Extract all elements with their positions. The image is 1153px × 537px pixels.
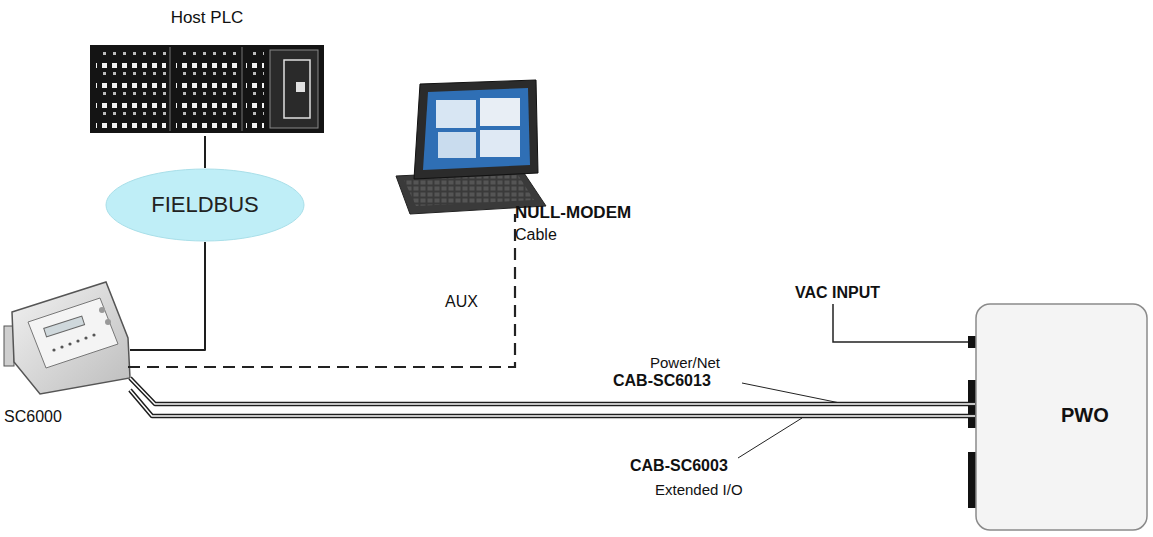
device-display <box>44 316 85 337</box>
node-label: SC6000 <box>4 408 62 426</box>
node-label: FIELDBUS <box>105 192 305 218</box>
rounded-box <box>976 304 1147 530</box>
screen-window <box>480 130 520 157</box>
cable-core <box>130 390 975 416</box>
plc-io-module <box>176 50 238 128</box>
device-led <box>68 342 71 345</box>
laptop-screen <box>423 88 530 170</box>
laptop-bezel <box>414 80 538 179</box>
screen-window <box>436 100 476 128</box>
node-label: Host PLC <box>90 8 324 28</box>
screen-window <box>480 98 520 126</box>
plc-illustration <box>90 45 324 133</box>
device-body <box>12 282 130 394</box>
connector-group <box>130 390 975 416</box>
device-led <box>52 348 55 351</box>
plc-module-divider <box>241 47 243 131</box>
network-line <box>204 136 206 168</box>
screen-window <box>438 132 476 158</box>
callout-label: AUX <box>445 293 478 311</box>
callout-label: Power/Net <box>650 354 720 371</box>
plc-cpu-module <box>270 50 318 128</box>
callout-label: NULL-MODEM <box>515 203 631 223</box>
device-front-panel <box>28 298 118 368</box>
leader-line <box>742 383 840 403</box>
fieldbus-ellipse: FIELDBUS <box>105 168 305 242</box>
callout-label: Cable <box>515 226 557 244</box>
leader-line <box>738 418 802 458</box>
plc-io-module <box>96 50 166 128</box>
network-line <box>130 242 205 350</box>
plc-cpu-panel <box>284 60 310 118</box>
plc-module-divider <box>169 47 171 131</box>
device-button <box>105 319 111 325</box>
device-led <box>92 333 95 336</box>
cable-label: CAB-SC6003 <box>630 457 728 475</box>
connector-group <box>130 242 205 350</box>
cable-core <box>130 378 975 404</box>
device-button <box>99 307 105 313</box>
cable-label: CAB-SC6013 <box>613 372 711 390</box>
plc-io-module <box>246 50 264 128</box>
device-led <box>84 336 87 339</box>
device-led <box>60 345 63 348</box>
device-led <box>76 339 79 342</box>
vac-input-wire <box>833 304 970 342</box>
laptop-keyboard <box>404 175 534 206</box>
scanner-controller: SC6000 <box>4 282 130 428</box>
plc-rack <box>90 45 324 133</box>
callout-label: VAC INPUT <box>795 284 880 302</box>
plc-cpu-port <box>296 82 305 92</box>
pwo-box: PWO <box>975 303 1148 531</box>
laptop-illustration <box>396 80 546 214</box>
node-label: PWO <box>1061 404 1109 427</box>
cable-connector <box>130 378 975 404</box>
callout-label: Extended I/O <box>655 481 743 498</box>
connector-group <box>205 136 206 168</box>
sc6000-illustration <box>4 282 130 394</box>
plc-unit: Host PLC <box>90 4 324 136</box>
ellipse-shape <box>106 169 304 241</box>
cable-connector <box>130 390 975 416</box>
connector-group <box>130 378 975 404</box>
